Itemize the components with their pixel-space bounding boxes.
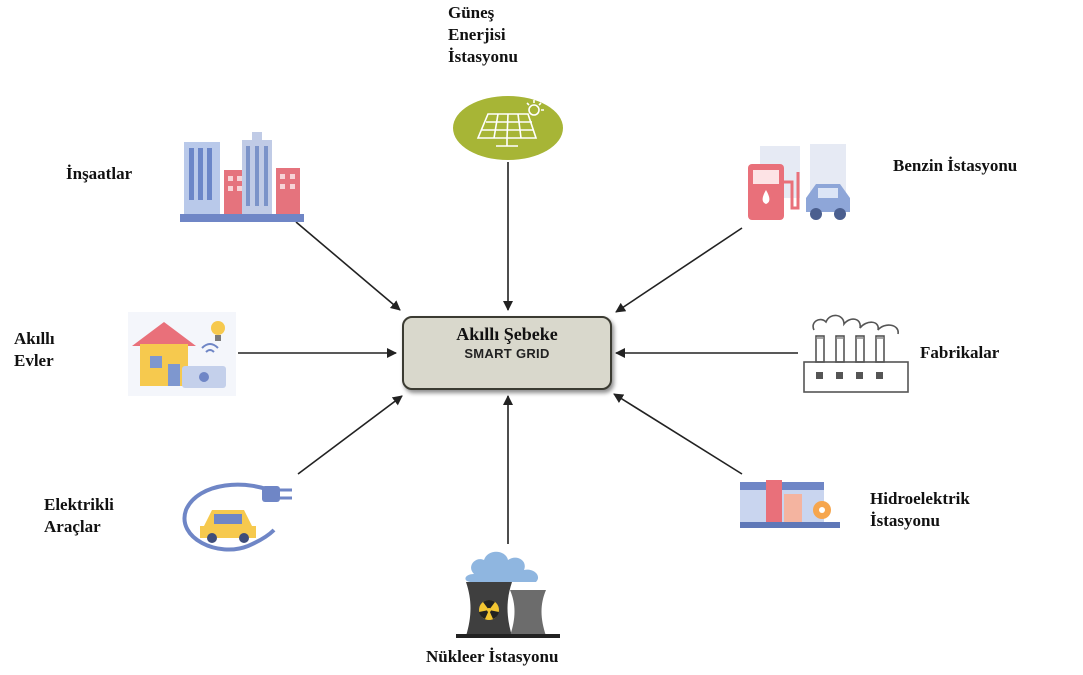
gas-station-icon xyxy=(748,144,850,220)
nuclear-plant-icon xyxy=(456,551,560,638)
smart-home-icon xyxy=(128,312,236,396)
label-gas: Benzin İstasyonu xyxy=(893,155,1017,177)
label-solar-line-1: Güneş xyxy=(448,3,495,22)
arrow-ev xyxy=(297,395,403,475)
label-hydro-line-1: Hidroelektrik xyxy=(870,489,970,508)
label-factory: Fabrikalar xyxy=(920,342,999,364)
label-home: Akıllı Evler xyxy=(14,328,55,372)
label-solar: Güneş Enerjisi İstasyonu xyxy=(448,2,518,68)
hydro-plant-icon xyxy=(740,480,840,528)
label-home-line-2: Evler xyxy=(14,351,54,370)
arrow-gas xyxy=(615,227,743,313)
label-nuclear-line-1: Nükleer İstasyonu xyxy=(426,647,559,666)
label-buildings-line-1: İnşaatlar xyxy=(66,164,133,183)
label-ev-line-2: Araçlar xyxy=(44,517,101,536)
label-factory-line-1: Fabrikalar xyxy=(920,343,1000,362)
label-buildings: İnşaatlar xyxy=(66,163,132,185)
solar-panel-icon xyxy=(453,96,563,160)
label-solar-line-2: Enerjisi xyxy=(448,25,506,44)
buildings-icon xyxy=(180,132,304,222)
label-hydro: Hidroelektrik İstasyonu xyxy=(870,488,970,532)
factory-icon xyxy=(803,314,909,393)
label-hydro-line-2: İstasyonu xyxy=(870,511,940,530)
label-home-line-1: Akıllı xyxy=(14,329,55,348)
smart-grid-hub: Akıllı Şebeke SMART GRID xyxy=(402,316,612,390)
arrow-hydro xyxy=(613,393,743,475)
label-ev-line-1: Elektrikli xyxy=(44,495,114,514)
label-nuclear: Nükleer İstasyonu xyxy=(426,646,558,668)
hub-subtitle: SMART GRID xyxy=(464,346,550,361)
label-gas-line-1: Benzin İstasyonu xyxy=(893,156,1018,175)
label-ev: Elektrikli Araçlar xyxy=(44,494,114,538)
hub-title: Akıllı Şebeke xyxy=(456,324,558,344)
label-solar-line-3: İstasyonu xyxy=(448,47,518,66)
electric-car-icon xyxy=(182,482,292,552)
arrow-buildings xyxy=(295,221,401,311)
